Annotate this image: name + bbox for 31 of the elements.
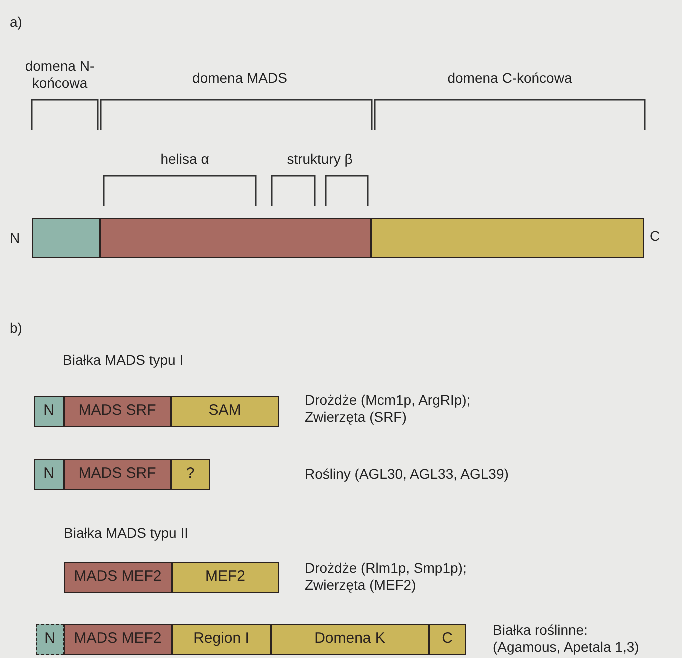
domain-bar [100, 218, 371, 258]
group-heading: Białka MADS typu II [64, 525, 190, 542]
domain-segment: MADS SRF [64, 396, 171, 427]
domain-segment: SAM [171, 396, 279, 427]
domain-segment: C [429, 624, 466, 655]
domain-segment: N [36, 624, 64, 655]
domain-segment: MADS SRF [64, 459, 171, 490]
domain-label: domena MADS [192, 70, 288, 87]
group-heading: Białka MADS typu I [63, 352, 185, 369]
terminus-label: C [650, 228, 662, 245]
domain-segment: MADS MEF2 [64, 624, 172, 655]
domain-label: domena C-końcowa [446, 70, 574, 87]
organism-note: Drożdże (Rlm1p, Smp1p); Zwierzęta (MEF2) [305, 560, 468, 594]
domain-segment: ? [171, 459, 210, 490]
domain-label: domena N-końcowa [24, 58, 96, 92]
domain-segment: Region I [172, 624, 271, 655]
structure-label: helisa α [160, 151, 210, 168]
domain-segment: N [34, 459, 64, 490]
panel-label: a) [10, 14, 24, 31]
domain-bar [32, 218, 100, 258]
organism-note: Rośliny (AGL30, AGL33, AGL39) [305, 466, 510, 483]
domain-segment: Domena K [271, 624, 429, 655]
terminus-label: N [10, 230, 22, 247]
structure-label: struktury β [286, 151, 354, 168]
domain-segment: MADS MEF2 [64, 562, 172, 593]
domain-segment: N [34, 396, 64, 427]
organism-note: Drożdże (Mcm1p, ArgRIp); Zwierzęta (SRF) [305, 392, 472, 426]
domain-bar [371, 218, 644, 258]
organism-note: Białka roślinne: (Agamous, Apetala 1,3) [493, 622, 640, 656]
domain-segment: MEF2 [172, 562, 279, 593]
panel-label: b) [10, 320, 24, 337]
